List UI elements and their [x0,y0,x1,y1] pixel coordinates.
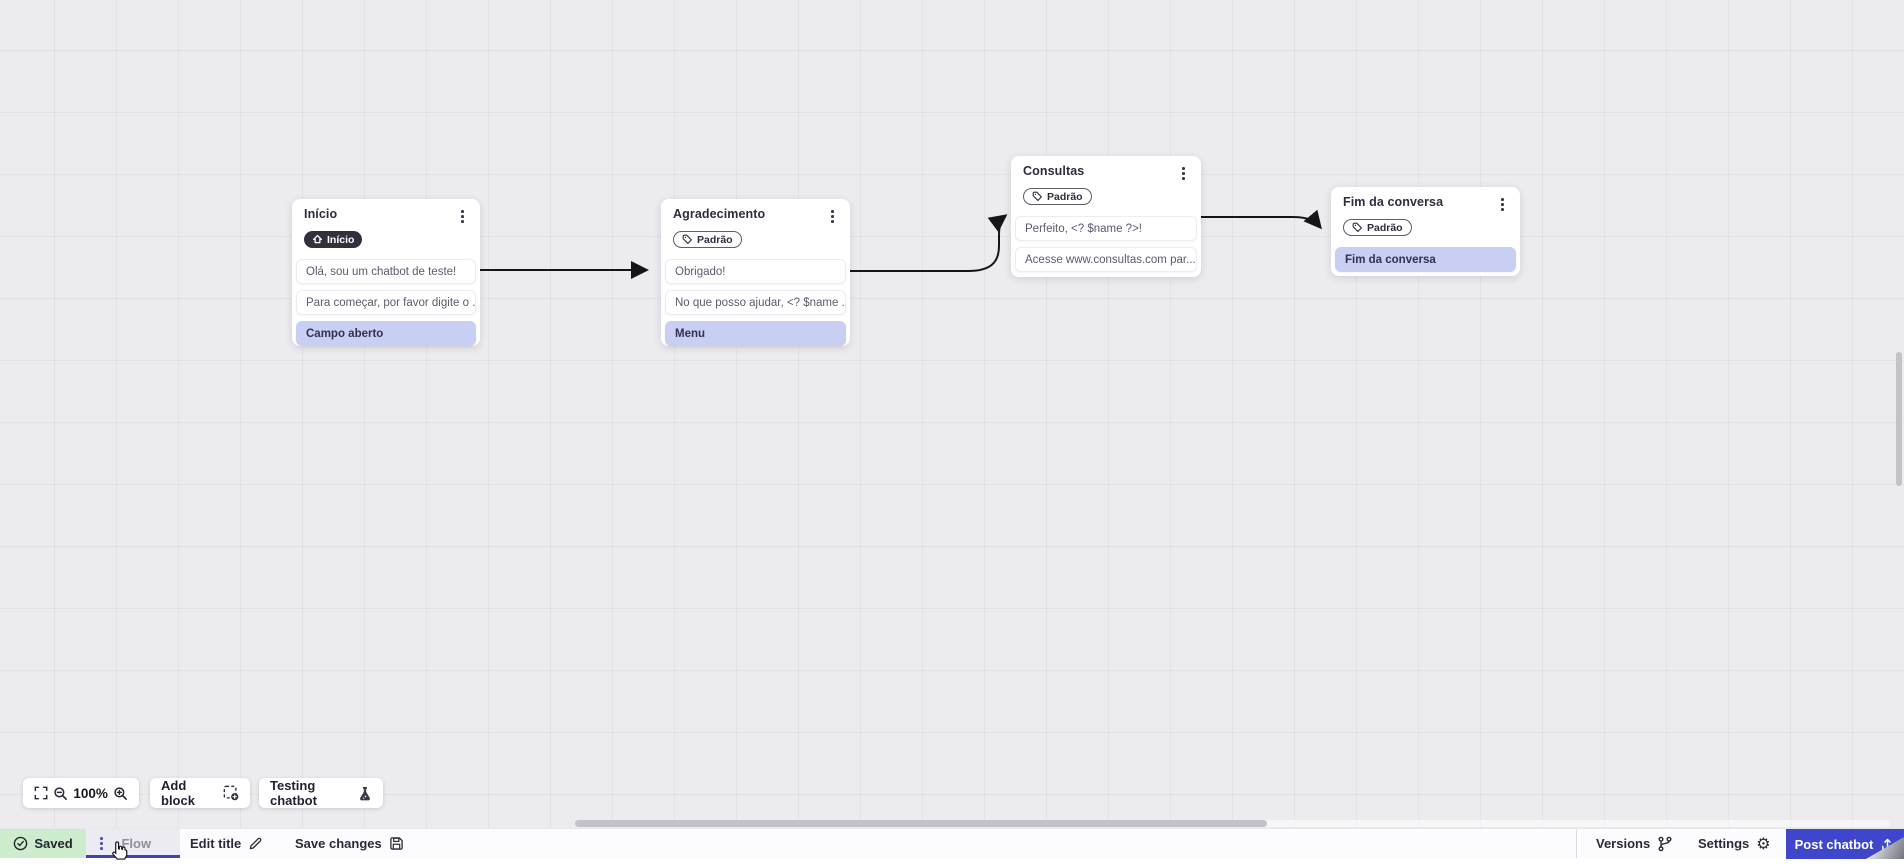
vertical-scrollbar[interactable] [1896,352,1902,486]
save-changes-label: Save changes [295,836,382,851]
badge-label: Padrão [1047,190,1083,203]
horizontal-scrollbar[interactable] [575,820,1267,827]
input-block[interactable]: Campo aberto [296,321,476,346]
zoom-level: 100% [73,785,108,801]
edit-title-label: Edit title [190,836,242,851]
add-block-label: Add block [161,778,195,808]
git-branch-icon [1657,836,1673,852]
edit-title-button[interactable]: Edit title [190,829,263,858]
node-type-badge: Início [304,231,363,248]
flow-node-consultas[interactable]: Consultas Padrão Perfeito, <? $name ?>! … [1011,156,1201,277]
node-menu-icon[interactable] [459,207,466,226]
node-title: Agradecimento [673,207,766,221]
versions-label: Versions [1596,836,1651,851]
home-icon [312,234,323,245]
saved-status-badge: Saved [0,829,86,858]
testing-chatbot-label: Testing chatbot [270,778,317,808]
node-menu-icon[interactable] [1180,164,1187,183]
badge-label: Padrão [1367,221,1403,234]
connector-consultas-fim [1201,209,1322,230]
message-block[interactable]: Perfeito, <? $name ?>! [1015,216,1197,241]
connector-wires [480,209,1322,279]
message-block[interactable]: Olá, sou um chatbot de teste! [296,259,476,284]
fullscreen-icon[interactable] [34,786,48,800]
node-menu-icon[interactable] [829,207,836,226]
message-block[interactable]: Para começar, por favor digite o ... [296,290,476,315]
settings-button[interactable]: Settings ⚙ [1698,829,1771,858]
tag-icon [1352,222,1363,233]
statusbar-divider [1576,829,1577,858]
node-title: Início [304,207,338,221]
post-chatbot-label: Post chatbot [1794,836,1874,852]
versions-button[interactable]: Versions [1596,829,1673,858]
flow-tab-label: Flow [121,836,152,851]
message-block[interactable]: Obrigado! [665,259,846,284]
add-block-button[interactable]: Add block [150,778,250,808]
badge-label: Início [327,233,355,246]
node-type-badge: Padrão [1343,219,1412,236]
flow-node-inicio[interactable]: Início Início Olá, sou um chatbot de tes… [292,199,480,346]
node-menu-icon[interactable] [1499,195,1506,214]
message-block[interactable]: Acesse www.consultas.com par... [1015,247,1197,272]
check-circle-icon [13,836,28,851]
active-tab-underline [86,855,180,858]
flow-node-fim-da-conversa[interactable]: Fim da conversa Padrão Fim da conversa [1331,187,1520,276]
node-type-badge: Padrão [1023,188,1092,205]
zoom-out-icon[interactable] [53,786,68,801]
tab-flow[interactable]: Flow [86,829,180,858]
flow-menu-icon[interactable] [96,833,107,854]
settings-label: Settings [1698,836,1750,851]
node-type-badge: Padrão [673,231,742,248]
save-changes-button[interactable]: Save changes [295,829,404,858]
connector-agradecimento-consultas [850,214,1008,272]
badge-label: Padrão [697,233,733,246]
node-title: Consultas [1023,164,1085,178]
tag-icon [682,234,693,245]
flask-icon [358,786,372,801]
flow-node-agradecimento[interactable]: Agradecimento Padrão Obrigado! No que po… [661,199,850,346]
zoom-toolbar: 100% [23,778,139,808]
add-block-icon [223,785,239,801]
post-chatbot-button[interactable]: Post chatbot [1786,829,1904,859]
input-block[interactable]: Menu [665,321,846,346]
node-title: Fim da conversa [1343,195,1444,209]
testing-chatbot-button[interactable]: Testing chatbot [259,778,383,808]
status-bar: Saved Flow Edit title Save changes Versi… [0,828,1904,859]
message-block[interactable]: No que posso ajudar, <? $name ... [665,290,846,315]
save-icon [389,836,404,851]
end-block[interactable]: Fim da conversa [1335,247,1516,272]
tag-icon [1032,191,1043,202]
gear-icon: ⚙ [1756,833,1771,853]
zoom-in-icon[interactable] [113,786,128,801]
saved-label: Saved [34,836,73,851]
pencil-icon [248,836,263,851]
flow-canvas[interactable]: Início Início Olá, sou um chatbot de tes… [0,0,1904,828]
